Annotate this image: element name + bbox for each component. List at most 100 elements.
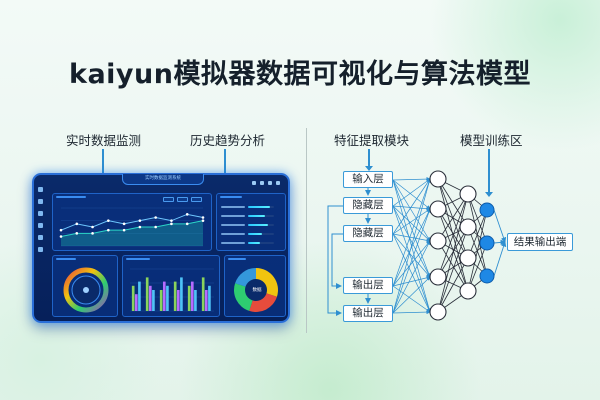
- connection: [437, 257, 469, 313]
- layer-box-output-1[interactable]: 输出层: [343, 277, 393, 294]
- layer-box-output-2[interactable]: 输出层: [343, 305, 393, 322]
- home-icon[interactable]: [38, 187, 43, 192]
- info-icon[interactable]: [38, 247, 43, 252]
- caption-feature-arrow: [365, 149, 372, 171]
- progress-fill: [248, 206, 271, 208]
- input-arrow: [392, 208, 431, 314]
- bar: [152, 290, 155, 311]
- line-chart: [59, 207, 205, 247]
- input-arrow: [392, 233, 431, 313]
- bar: [162, 281, 166, 311]
- input-arrow: [392, 208, 431, 287]
- panel-title-bar: [220, 196, 242, 198]
- progress-track: [248, 224, 274, 226]
- input-arrow: [392, 205, 431, 211]
- bar: [148, 285, 152, 311]
- data-point: [75, 232, 79, 235]
- bar: [138, 281, 141, 311]
- panel-pie-chart: 数据: [224, 255, 286, 317]
- page-title: kaiyun模拟器数据可视化与算法模型: [69, 59, 531, 90]
- chart-icon[interactable]: [38, 199, 43, 204]
- doc-icon[interactable]: [38, 223, 43, 228]
- progress-track: [248, 242, 274, 244]
- input-arrow: [392, 178, 431, 207]
- data-point: [59, 228, 63, 232]
- feedback-arrow: [331, 233, 343, 289]
- output-neuron: [479, 235, 495, 251]
- input-arrow: [392, 233, 431, 243]
- panel-gauge: [52, 255, 118, 317]
- input-arrow: [392, 208, 431, 235]
- gear-icon[interactable]: [38, 235, 43, 240]
- user-icon[interactable]: [276, 181, 280, 185]
- search-icon[interactable]: [252, 181, 256, 185]
- output-neuron: [479, 202, 495, 218]
- legend-tag[interactable]: [191, 197, 202, 202]
- gauge-chart: [63, 267, 109, 313]
- neuron: [429, 232, 447, 250]
- output-neuron: [479, 268, 495, 284]
- bar: [180, 277, 183, 311]
- input-arrow: [392, 240, 431, 287]
- data-point: [201, 219, 205, 222]
- panel-title-bar: [56, 258, 76, 260]
- layer-box-hidden-1[interactable]: 隐藏层: [343, 197, 393, 214]
- connection: [437, 193, 469, 278]
- layer-box-hidden-2[interactable]: 隐藏层: [343, 225, 393, 242]
- data-point: [91, 225, 94, 229]
- bar: [145, 277, 149, 311]
- data-point: [170, 222, 173, 226]
- bar: [166, 285, 169, 311]
- panel-title-bar: [126, 258, 150, 260]
- bar: [194, 290, 197, 311]
- bar: [159, 290, 163, 311]
- neuron: [429, 268, 447, 286]
- progress-track: [248, 206, 274, 208]
- input-arrow: [392, 205, 431, 242]
- settings-icon[interactable]: [260, 181, 264, 185]
- pie-chart: [234, 268, 278, 312]
- data-point: [107, 228, 110, 232]
- data-point: [122, 222, 126, 226]
- input-arrow: [392, 285, 431, 313]
- caption-training-arrow: [485, 149, 492, 197]
- feedback-arrow: [327, 205, 343, 316]
- input-arrow: [392, 276, 431, 314]
- pie-center-label: 数据: [252, 288, 262, 293]
- layer-box-input[interactable]: 输入层: [343, 171, 393, 188]
- connection: [437, 178, 469, 228]
- neuron: [459, 185, 477, 203]
- series-line: [60, 213, 204, 231]
- data-point: [122, 228, 126, 232]
- connection: [437, 208, 469, 259]
- bar: [131, 285, 135, 311]
- list-icon[interactable]: [38, 211, 43, 216]
- panel-progress-list: [216, 193, 286, 251]
- series-line: [60, 220, 204, 237]
- input-arrow: [392, 178, 432, 314]
- bell-icon[interactable]: [268, 181, 272, 185]
- data-point: [59, 235, 63, 238]
- legend-tag[interactable]: [163, 197, 174, 202]
- data-point: [170, 219, 173, 222]
- result-output-box[interactable]: 结果输出端: [507, 233, 573, 251]
- caption-history: 历史趋势分析: [190, 133, 266, 148]
- caption-realtime: 实时数据监测: [66, 133, 142, 148]
- panel-title-bar: [228, 258, 246, 260]
- input-arrow: [392, 179, 431, 210]
- input-arrow: [392, 178, 431, 235]
- dashboard-header-title: 实时数据监测系统: [145, 176, 181, 181]
- panel-title-bar: [56, 196, 86, 198]
- caption-feature: 特征提取模块: [334, 133, 410, 148]
- legend-tag[interactable]: [177, 197, 188, 202]
- input-arrow: [392, 233, 431, 278]
- neuron: [429, 170, 447, 188]
- input-arrow: [392, 240, 431, 314]
- input-arrow: [392, 275, 431, 287]
- progress-label: [221, 206, 245, 208]
- caption-training: 模型训练区: [460, 133, 523, 148]
- input-arrow: [392, 179, 431, 278]
- neuron: [429, 303, 447, 321]
- progress-label: [221, 224, 245, 226]
